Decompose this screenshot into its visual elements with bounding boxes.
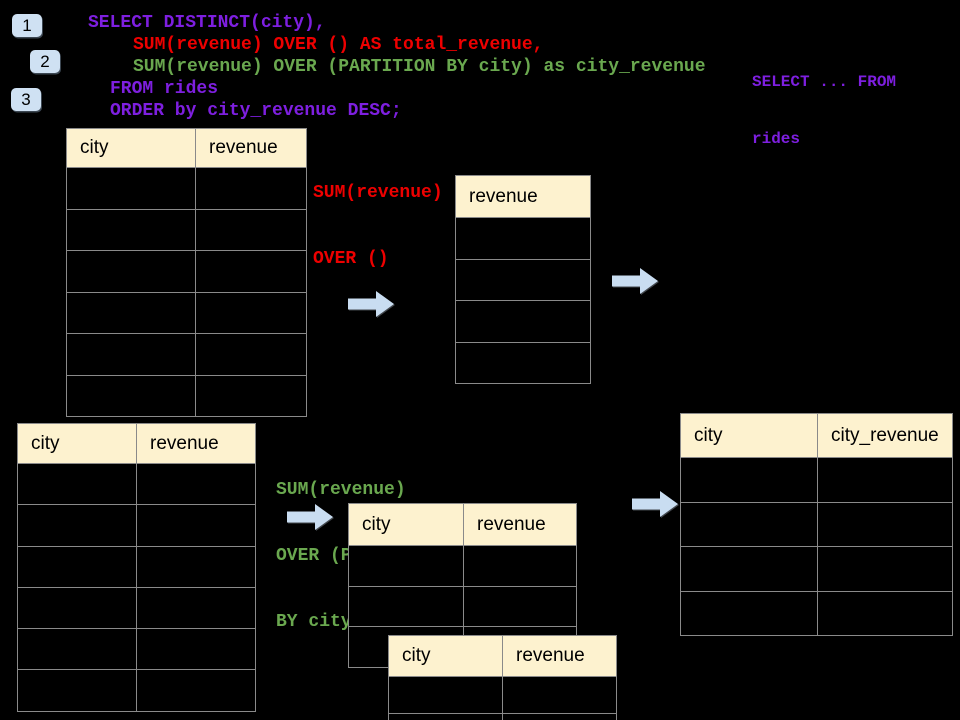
table-cell (67, 209, 196, 251)
sql-line-city-revenue: SUM(revenue) OVER (PARTITION BY city) as… (133, 57, 706, 77)
table-cell (67, 251, 196, 293)
table-cell (137, 505, 256, 547)
table-total-revenue-result: revenue (455, 175, 591, 384)
table-cell (137, 464, 256, 506)
column-header-city-revenue: city_revenue (818, 414, 953, 458)
table-cell (67, 334, 196, 376)
column-header-city: city (389, 636, 503, 677)
step-badge-3: 3 (11, 88, 41, 111)
table-cell (196, 168, 307, 210)
table-cell (681, 547, 818, 592)
table-cell (67, 375, 196, 417)
table-cell (503, 714, 617, 720)
column-header-revenue: revenue (503, 636, 617, 677)
table-cell (196, 334, 307, 376)
table-cell (196, 375, 307, 417)
table-cell (349, 546, 464, 587)
table-source-rides-bottom: city revenue (17, 423, 256, 712)
label-sum-over-partition-line1: SUM(revenue) (276, 480, 406, 500)
column-header-revenue: revenue (456, 176, 591, 218)
table-cell (389, 677, 503, 714)
table-source-rides-top: city revenue (66, 128, 307, 417)
label-sum-over-total-line2: OVER () (313, 249, 389, 269)
step-badge-1: 1 (12, 14, 42, 37)
column-header-revenue: revenue (196, 129, 307, 168)
table-cell (503, 677, 617, 714)
table-cell (18, 546, 137, 588)
sql-line-from: FROM rides (110, 79, 219, 99)
table-cell (681, 502, 818, 547)
table-cell (456, 301, 591, 343)
table-cell (196, 209, 307, 251)
step-badge-2: 2 (30, 50, 60, 73)
table-cell (818, 502, 953, 547)
table-cell (456, 342, 591, 384)
table-cell (67, 292, 196, 334)
sql-line-total-revenue: SUM(revenue) OVER () AS total_revenue, (133, 35, 544, 55)
table-cell (464, 586, 577, 628)
table-cell (18, 505, 137, 547)
table-cell (137, 546, 256, 588)
table-cell (464, 546, 577, 587)
right-arrow-icon (612, 268, 658, 294)
sql-line-order-by: ORDER by city_revenue DESC; (110, 101, 402, 121)
table-cell (67, 168, 196, 210)
table-partition-step-2: city revenue (388, 635, 617, 720)
label-sum-over-total-line1: SUM(revenue) (313, 183, 443, 203)
table-cell (196, 292, 307, 334)
table-cell (137, 629, 256, 671)
column-header-city: city (67, 129, 196, 168)
table-cell (18, 464, 137, 506)
table-city-revenue-result: city city_revenue (680, 413, 953, 636)
column-header-city: city (681, 414, 818, 458)
right-arrow-icon (287, 504, 333, 530)
table-cell (456, 259, 591, 301)
side-query-note-line1: SELECT ... FROM (752, 73, 897, 91)
right-arrow-icon (632, 491, 678, 517)
column-header-revenue: revenue (137, 424, 256, 464)
table-cell (389, 714, 503, 720)
right-arrow-icon (348, 291, 394, 317)
table-cell (681, 458, 818, 503)
column-header-city: city (18, 424, 137, 464)
table-cell (196, 251, 307, 293)
table-cell (18, 670, 137, 712)
column-header-city: city (349, 504, 464, 546)
table-cell (18, 587, 137, 630)
table-cell (137, 587, 256, 630)
table-cell (349, 586, 464, 628)
table-cell (681, 591, 818, 636)
table-cell (137, 670, 256, 712)
table-cell (456, 218, 591, 260)
table-cell (18, 629, 137, 671)
table-cell (818, 547, 953, 592)
sql-line-select: SELECT DISTINCT(city), (88, 13, 326, 33)
label-sum-over-total: SUM(revenue) OVER () (313, 138, 443, 314)
table-cell (818, 458, 953, 503)
table-cell (818, 591, 953, 636)
side-query-note-line2: rides (752, 130, 801, 148)
side-query-note: SELECT ... FROM rides (752, 35, 896, 187)
column-header-revenue: revenue (464, 504, 577, 546)
